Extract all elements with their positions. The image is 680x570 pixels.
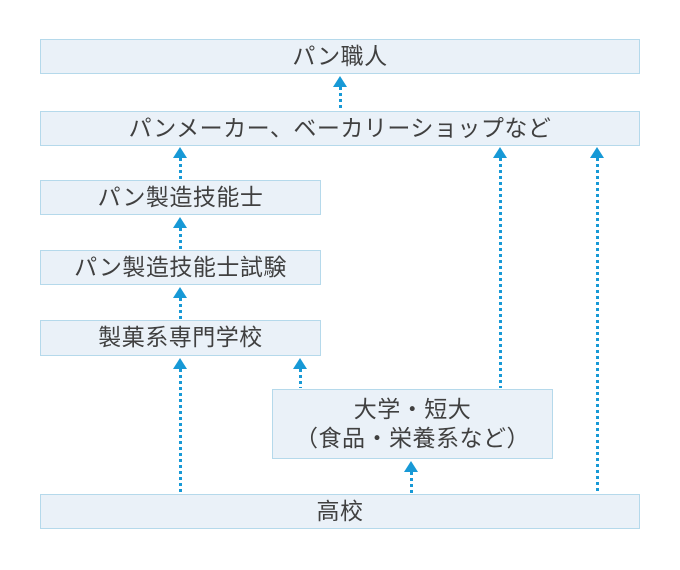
arrowhead-up-icon	[493, 147, 507, 158]
arrowhead-up-icon	[173, 287, 187, 298]
arrowhead-up-icon	[333, 76, 347, 87]
arrow-senmon-to-shiken	[173, 287, 187, 319]
arrowhead-up-icon	[173, 147, 187, 158]
node-daigaku-tandai: 大学・短大 （食品・栄養系など）	[272, 389, 553, 459]
arrow-ginoushi-to-pan-maker	[173, 147, 187, 179]
arrow-shiken-to-ginoushi	[173, 217, 187, 249]
arrow-koukou-to-senmon	[173, 358, 187, 493]
arrow-koukou-to-pan-maker	[590, 147, 604, 493]
dotted-line	[498, 158, 502, 388]
arrow-koukou-to-daigaku	[404, 461, 418, 493]
arrowhead-up-icon	[173, 217, 187, 228]
dotted-line	[178, 158, 182, 179]
dotted-line	[409, 472, 413, 493]
node-pan-seizou-ginoushi-shiken: パン製造技能士試験	[40, 250, 321, 285]
arrow-pan-maker-to-pan-shokunin	[333, 76, 347, 110]
dotted-line	[178, 369, 182, 493]
arrow-daigaku-to-pan-maker	[493, 147, 507, 388]
arrowhead-up-icon	[590, 147, 604, 158]
node-pan-seizou-ginoushi: パン製造技能士	[40, 180, 321, 215]
dotted-line	[178, 228, 182, 249]
arrow-daigaku-to-senmon	[293, 358, 307, 388]
node-pan-shokunin: パン職人	[40, 39, 640, 74]
arrowhead-up-icon	[293, 358, 307, 369]
arrowhead-up-icon	[173, 358, 187, 369]
dotted-line	[338, 87, 342, 110]
dotted-line	[178, 298, 182, 319]
node-koukou: 高校	[40, 494, 640, 529]
arrowhead-up-icon	[404, 461, 418, 472]
dotted-line	[595, 158, 599, 493]
dotted-line	[298, 369, 302, 388]
node-pan-maker-bakery-shop: パンメーカー、ベーカリーショップなど	[40, 111, 640, 146]
node-seika-senmon-gakkou: 製菓系専門学校	[40, 320, 321, 356]
